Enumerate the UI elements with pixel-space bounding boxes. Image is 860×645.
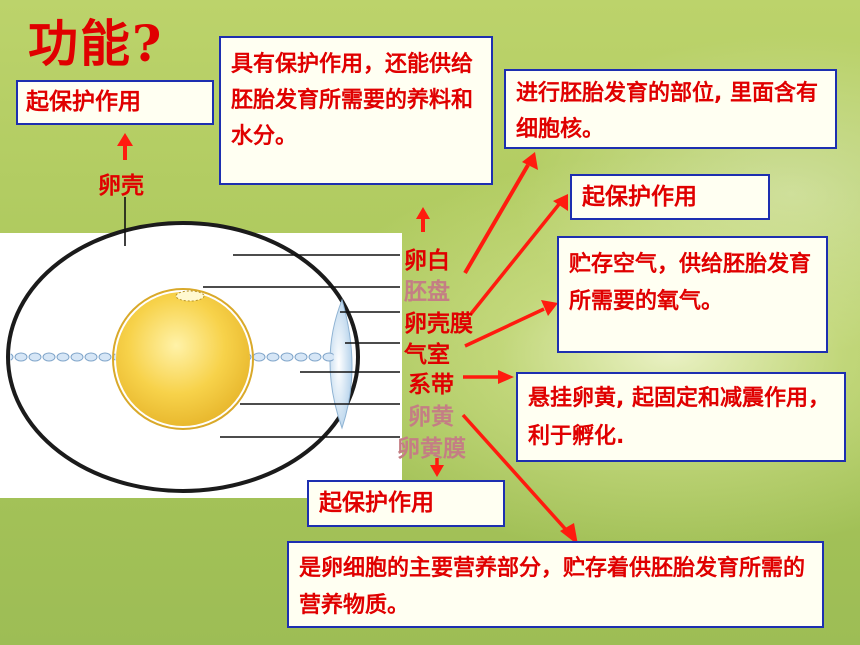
chalaza-left [10,349,116,365]
arrow-to-shell-membrane-head [553,194,568,211]
arrow-to-yolk-head [560,523,578,545]
yolk-function-box: 是卵细胞的主要营养部分，贮存着供胚胎发育所需的营养物质。 [287,541,824,628]
chalaza-right [248,349,334,365]
arrow-to-germinal-head [522,152,538,170]
label-egg-white: 卵白 [404,248,450,274]
germinal-disc-function-text: 进行胚胎发育的部位, 里面含有细胞核。 [516,81,819,142]
egg-white-function-text: 具有保护作用，还能供给胚胎发育所需要的养料和水分。 [231,52,474,149]
shell-membrane-function-text: 起保护作用 [582,184,697,210]
arrow-yolk-membrane-down-head [430,465,444,477]
label-yolk: 卵黄 [408,404,454,430]
chalaza-function-text: 悬挂卵黄, 起固定和减震作用，利于孵化. [528,386,831,449]
air-cell [329,298,353,430]
page-title: 功能? [28,14,164,73]
yolk-membrane-function-text: 起保护作用 [319,490,434,516]
arrow-to-yolk [461,413,570,534]
yolk-membrane-function-box: 起保护作用 [307,480,505,527]
egg-white-function-box: 具有保护作用，还能供给胚胎发育所需要的养料和水分。 [219,36,493,185]
arrows [117,133,578,545]
yolk-membrane [112,288,254,430]
label-shell-membrane: 卵壳膜 [404,311,473,337]
arrow-to-chalaza-head [498,370,514,384]
shell-function-text: 起保护作用 [26,89,141,115]
shell-membrane-function-box: 起保护作用 [570,174,770,220]
arrow-to-air-cell [464,307,545,348]
label-air-cell: 气室 [404,342,450,368]
label-egg-shell: 卵壳 [98,173,144,199]
leader-lines [124,197,400,438]
arrow-to-air-cell-head [541,300,558,316]
shell-function-box: 起保护作用 [16,80,214,125]
germinal-disc-function-box: 进行胚胎发育的部位, 里面含有细胞核。 [504,69,837,149]
label-germinal-disc: 胚盘 [404,279,450,305]
yolk-ball [116,292,250,426]
arrow-shell-up-head [117,133,133,146]
label-chalaza: 系带 [408,372,454,398]
arrow-to-germinal [463,163,530,275]
air-cell-function-text: 贮存空气，供给胚胎发育所需要的氧气。 [569,252,812,314]
chalaza-function-box: 悬挂卵黄, 起固定和减震作用，利于孵化. [516,372,846,462]
arrow-egg-white-up-head [416,207,430,219]
yolk-function-text: 是卵细胞的主要营养部分，贮存着供胚胎发育所需的营养物质。 [299,556,806,618]
air-cell-function-box: 贮存空气，供给胚胎发育所需要的氧气。 [557,236,828,353]
germinal-disc [175,290,205,302]
label-yolk-membrane: 卵黄膜 [397,436,466,462]
arrow-to-shell-membrane [468,201,562,317]
